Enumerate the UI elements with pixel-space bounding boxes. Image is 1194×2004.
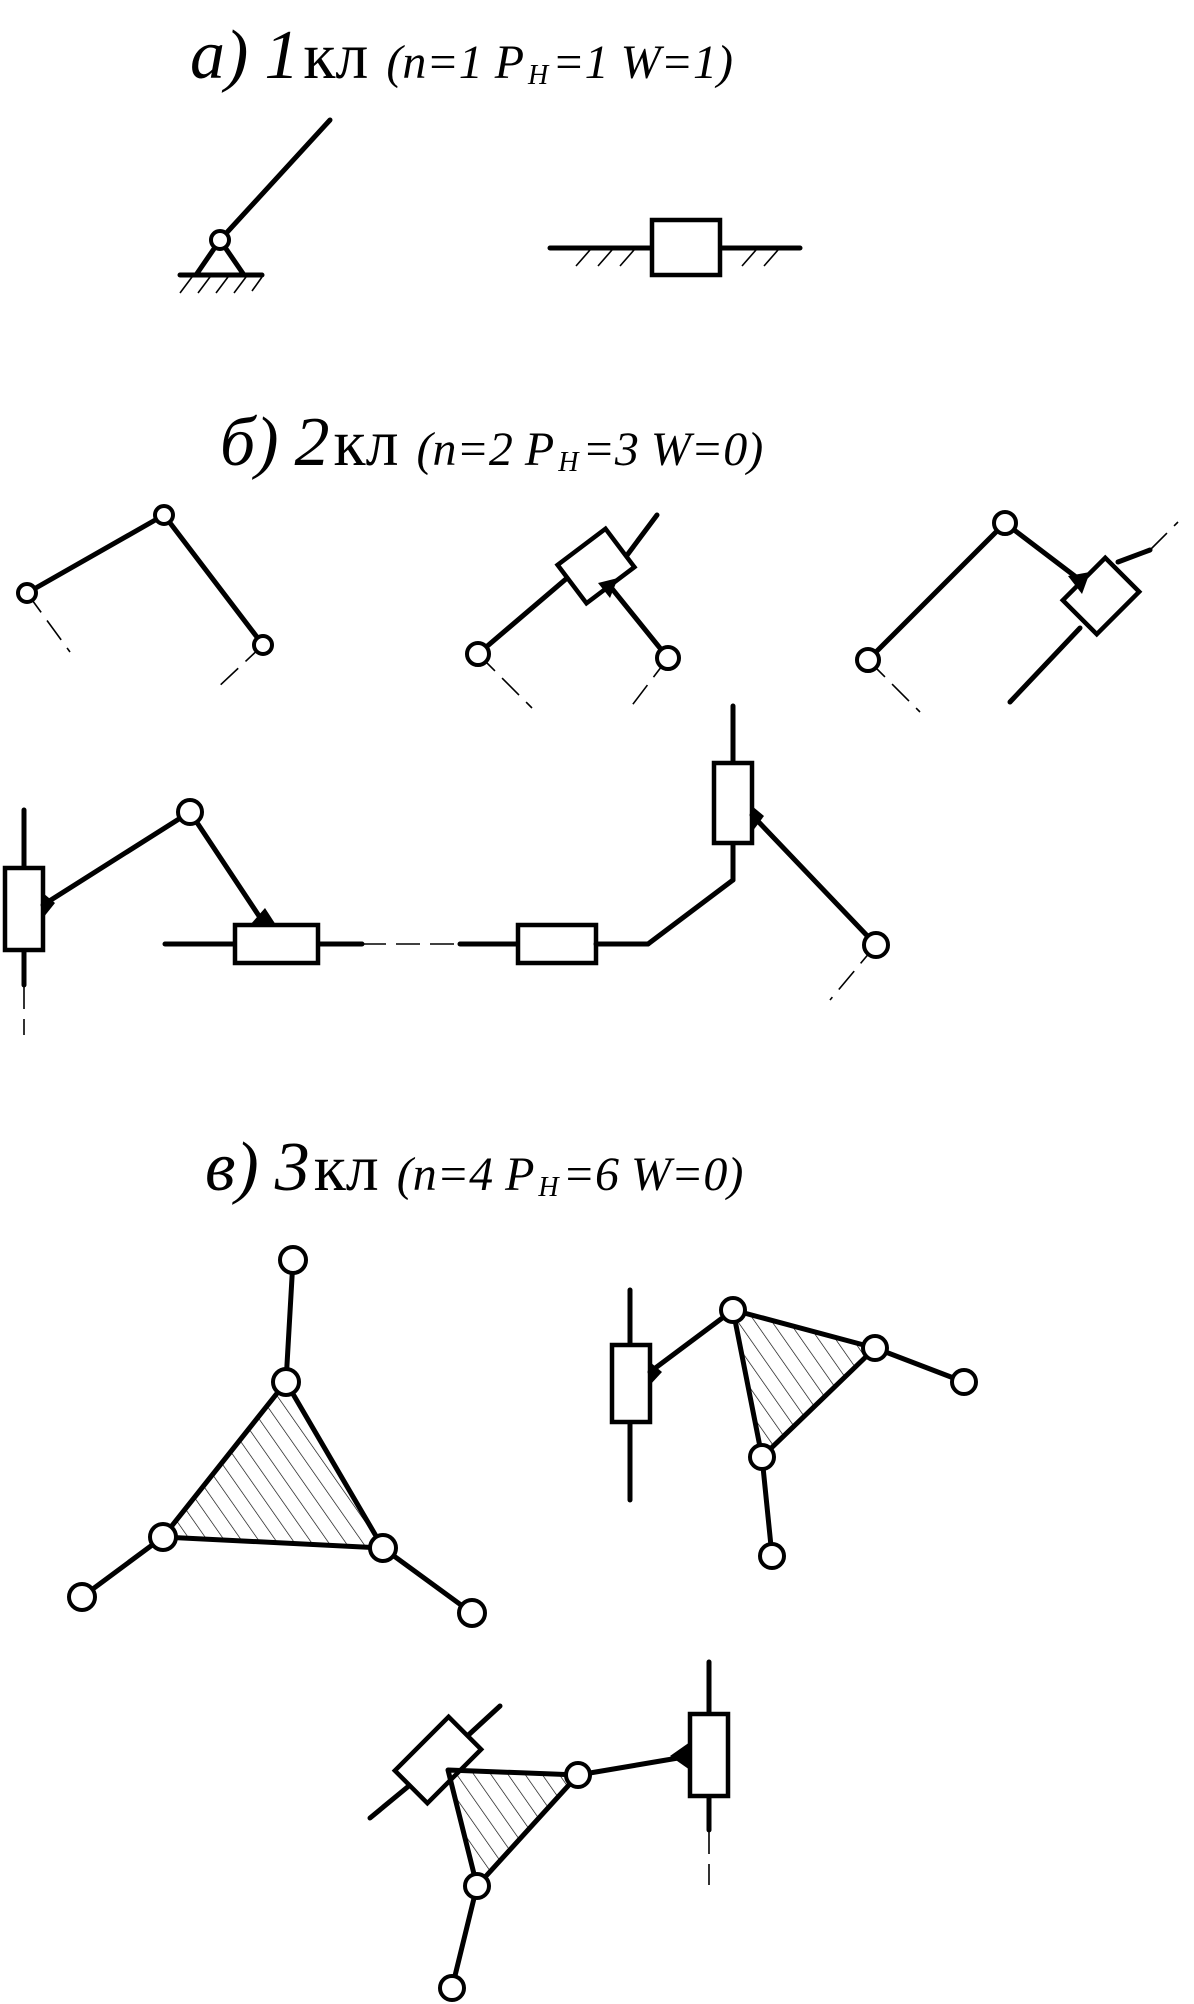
heading-b-params-open: (n=2 P bbox=[417, 423, 555, 476]
heading-a-subscript: Н bbox=[527, 60, 550, 91]
dyad-ppr bbox=[457, 703, 890, 1001]
heading-b-class: кл bbox=[334, 407, 399, 480]
heading-a-params-close: =1 W=1) bbox=[552, 36, 733, 89]
dyad-prp bbox=[2, 798, 460, 1035]
heading-a-params-open: (n=1 P bbox=[386, 36, 524, 89]
heading-b-subscript: Н bbox=[557, 447, 580, 478]
heading-b-prefix: б) bbox=[220, 404, 279, 481]
group-triad-slider bbox=[609, 1287, 978, 1570]
heading-a: а) 1 кл (n=1 P Н =1 W=1) bbox=[190, 17, 733, 94]
heading-c: в) 3 кл (n=4 P Н =6 W=0) bbox=[205, 1129, 743, 1206]
dyad-rrp bbox=[855, 510, 1179, 713]
group-triad-two-sliders bbox=[367, 1659, 731, 2002]
heading-b: б) 2 кл (n=2 P Н =3 W=0) bbox=[220, 404, 763, 481]
heading-c-number: 3 bbox=[274, 1129, 310, 1206]
heading-c-subscript: Н bbox=[537, 1172, 560, 1203]
heading-b-number: 2 bbox=[295, 404, 330, 481]
heading-c-params-close: =6 W=0) bbox=[563, 1148, 744, 1201]
dyad-rrr bbox=[16, 504, 274, 691]
heading-c-params-open: (n=4 P bbox=[397, 1148, 535, 1201]
crank-with-frame bbox=[177, 117, 333, 294]
heading-a-prefix: а) bbox=[190, 17, 248, 94]
heading-b-params-close: =3 W=0) bbox=[582, 423, 763, 476]
heading-a-number: 1 bbox=[264, 17, 299, 94]
heading-c-prefix: в) bbox=[205, 1129, 259, 1206]
heading-a-class: кл bbox=[303, 20, 368, 93]
dyad-rpr bbox=[465, 512, 681, 709]
slider-on-guide bbox=[547, 217, 803, 278]
heading-c-class: кл bbox=[314, 1132, 379, 1205]
group-triad-rrr bbox=[67, 1245, 487, 1628]
